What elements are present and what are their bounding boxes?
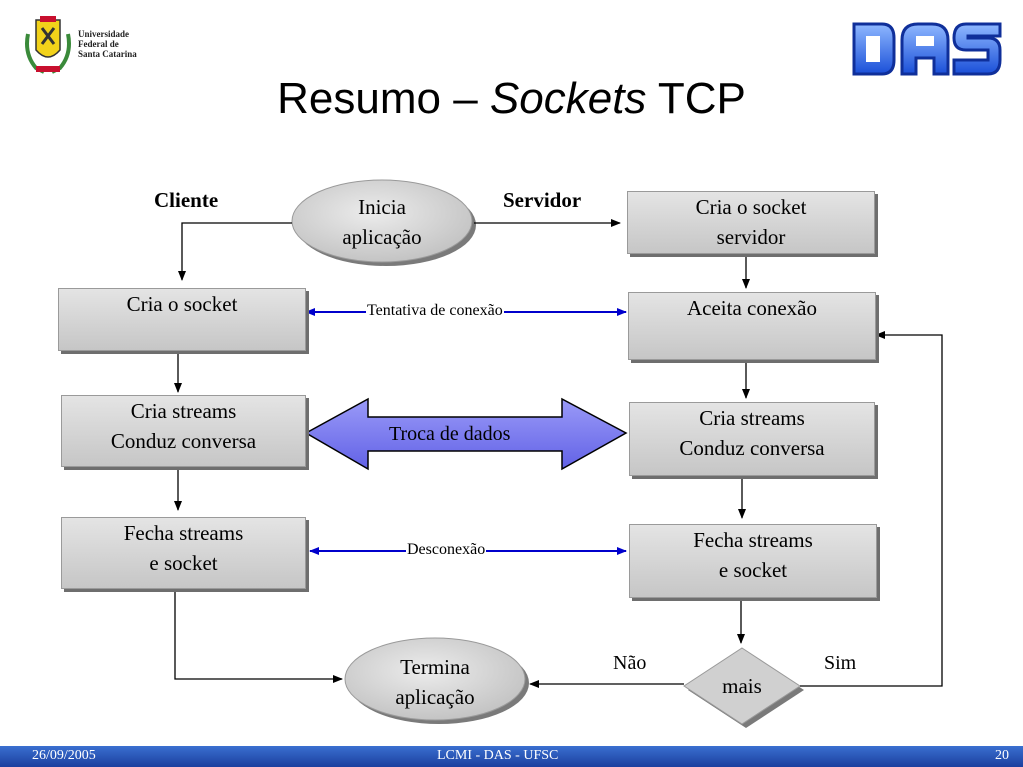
data-exchange-label: Troca de dados [389,423,511,445]
footer-page-number: 20 [995,748,1009,763]
end-oval [344,637,526,721]
start-label: Inicia aplicação [342,195,422,249]
server-accept-box: Aceita conexão [628,292,876,360]
client-column-label: Cliente [154,188,219,212]
title-part2: TCP [646,74,746,123]
start-oval [291,179,473,263]
data-exchange-arrow [304,397,628,471]
start-to-client-arrow [178,222,292,281]
footer-bar: 26/09/2005 LCMI - DAS - UFSC 20 [0,746,1023,767]
ufsc-seal-icon [25,16,71,74]
server-column-label: Servidor [503,188,582,212]
ufsc-logo: Universidade Federal de Santa Catarina [22,14,172,78]
ufsc-logo-text: Universidade Federal de Santa Catarina [78,29,137,59]
disconnect-label: Desconexão [406,541,487,559]
client-close-to-end-arrow [174,592,343,683]
server-create-socket-box: Cria o socket servidor [627,191,875,254]
title-sockets: Sockets [489,74,647,123]
decision-label: mais [722,674,762,698]
server-close-box: Fecha streams e socket [629,524,877,598]
decision-yes-loop-arrow [800,331,943,687]
client-close-box: Fecha streams e socket [61,517,306,589]
server-streams-box: Cria streams Conduz conversa [629,402,875,476]
connect-attempt-label: Tentativa de conexão [366,302,504,320]
decision-diamond [683,647,801,725]
footer-date: 26/09/2005 [32,748,96,763]
end-label: Termina aplicação [395,655,475,709]
decision-yes-label: Sim [824,652,857,674]
slide-title: Resumo – Sockets TCP [0,74,1023,124]
decision-no-label: Não [613,652,647,674]
client-streams-box: Cria streams Conduz conversa [61,395,306,467]
das-logo [852,22,1002,76]
footer-center-text: LCMI - DAS - UFSC [437,748,559,763]
title-part1: Resumo – [277,74,490,123]
client-create-socket-box: Cria o socket [58,288,306,351]
